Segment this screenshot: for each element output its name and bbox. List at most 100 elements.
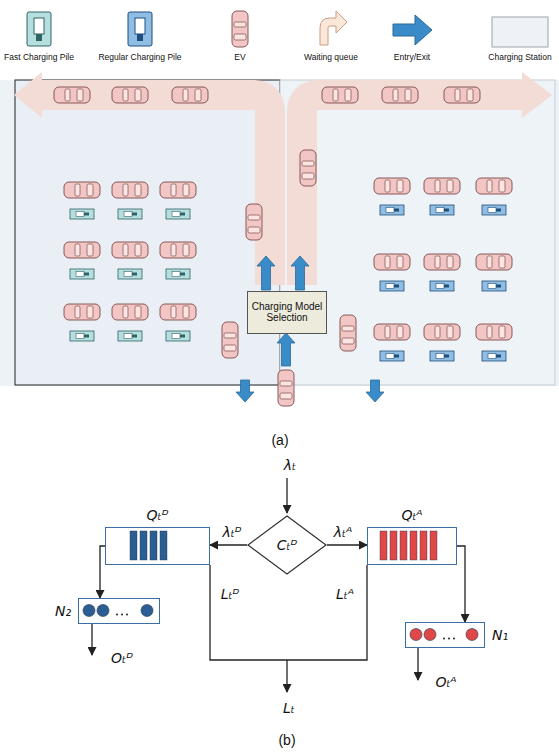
- decision-diamond: Cₜᴰ: [247, 515, 327, 575]
- decision-label: Cₜᴰ: [277, 537, 298, 553]
- ev-group: [54, 11, 512, 406]
- fast-pile: [166, 331, 190, 341]
- variable-label: Lₜ: [283, 700, 295, 716]
- ev-car: [424, 254, 460, 270]
- node-heading: Qₜᴰ: [147, 507, 169, 523]
- fast-pile: [118, 269, 142, 279]
- regular-pile: [430, 281, 454, 291]
- flow-connector: [210, 544, 247, 545]
- fast-pile-icon: [36, 34, 42, 41]
- ev-car: [64, 242, 100, 258]
- ev-car: [246, 204, 262, 240]
- regular-area: [280, 80, 555, 385]
- regular-pile-icon: [135, 18, 145, 34]
- waiting-queue-icon: [320, 11, 347, 45]
- fast-pile: [166, 209, 190, 219]
- fast-pile: [166, 269, 190, 279]
- server-box: N₂: [78, 598, 160, 624]
- ev-car: [64, 182, 100, 198]
- server-box: N₁: [405, 622, 485, 648]
- ev-car: [476, 324, 512, 340]
- node-heading: Qₜᴬ: [401, 507, 422, 523]
- regular-pile: [482, 351, 506, 361]
- ev-car: [112, 182, 148, 198]
- variable-label: Oₜᴰ: [111, 650, 133, 666]
- flow-connector: [457, 546, 465, 622]
- ev-car: [424, 178, 460, 194]
- fast-pile: [118, 331, 142, 341]
- ev-car: [172, 87, 208, 103]
- ev-car: [476, 254, 512, 270]
- fast-pile-icon: [34, 18, 44, 34]
- server-units: [79, 599, 158, 622]
- loss-lines: [210, 565, 367, 660]
- ev-car: [374, 178, 410, 194]
- ev-car: [232, 11, 248, 47]
- ev-car: [322, 87, 358, 103]
- queue-slots: [368, 528, 455, 563]
- entry-exit-arrows: [236, 256, 384, 402]
- arrival-arrow: [286, 478, 287, 513]
- flow-arrow: [291, 256, 309, 290]
- flow-arrow: [236, 380, 254, 402]
- node-text: Charging Model Selection: [251, 301, 323, 324]
- regular-pile-icon: [137, 34, 143, 41]
- regular-pile: [482, 281, 506, 291]
- fast-pile: [70, 331, 94, 341]
- flow-arrow: [277, 333, 295, 366]
- legend-text: Regular Charging Pile: [98, 52, 181, 62]
- fast-pile: [70, 269, 94, 279]
- ev-car: [222, 322, 238, 358]
- variable-label: Oₜᴬ: [435, 674, 456, 690]
- legend-text: Fast Charging Pile: [4, 52, 74, 62]
- queue-box: Qₜᴰ: [105, 527, 210, 565]
- legend-icons: [27, 11, 548, 47]
- node-heading: N₂: [55, 603, 71, 619]
- regular-pile: [430, 205, 454, 215]
- ev-car: [112, 87, 148, 103]
- ev-car: [160, 182, 196, 198]
- fast-pile: [118, 209, 142, 219]
- ev-car: [160, 242, 196, 258]
- fast-pile-icon: [27, 12, 51, 46]
- variable-label: λₜ: [284, 457, 296, 473]
- legend-text: EV: [234, 52, 245, 62]
- variable-label: Lₜᴬ: [336, 586, 354, 602]
- ev-car: [374, 254, 410, 270]
- flow-connector: [327, 544, 367, 545]
- regular-pile: [380, 281, 404, 291]
- fast-pile: [70, 209, 94, 219]
- ev-car: [444, 87, 480, 103]
- output-arrow: [417, 648, 418, 680]
- output-arrow: [91, 624, 92, 655]
- waiting-queue-band: [302, 95, 522, 285]
- panel-label: (b): [278, 732, 295, 748]
- charging-station-icon: [492, 17, 548, 47]
- fast-area: [15, 80, 280, 385]
- entry-exit-icon: [393, 15, 432, 45]
- node-heading: N₁: [492, 627, 508, 643]
- queue-slots: [106, 528, 208, 563]
- ev-car: [424, 324, 460, 340]
- ev-car: [340, 315, 356, 351]
- legend-text: Entry/Exit: [394, 52, 430, 62]
- ev-car: [476, 178, 512, 194]
- server-units: [406, 623, 483, 646]
- waiting-queue-head: [14, 72, 42, 118]
- legend-text: Waiting queue: [304, 52, 358, 62]
- waiting-queue-band: [42, 95, 270, 285]
- variable-label: Lₜᴰ: [221, 586, 240, 602]
- edge-label: λₜᴬ: [332, 524, 354, 540]
- loss-arrow: [286, 660, 287, 692]
- waiting-queue-head: [522, 72, 552, 118]
- regular-pile: [380, 205, 404, 215]
- ev-car: [54, 87, 90, 103]
- queue-box: Qₜᴬ: [367, 527, 457, 565]
- flow-arrow: [366, 380, 384, 402]
- ev-car: [160, 304, 196, 320]
- station-ground: [0, 80, 559, 386]
- regular-pile-icon: [128, 12, 152, 46]
- ev-car: [382, 87, 418, 103]
